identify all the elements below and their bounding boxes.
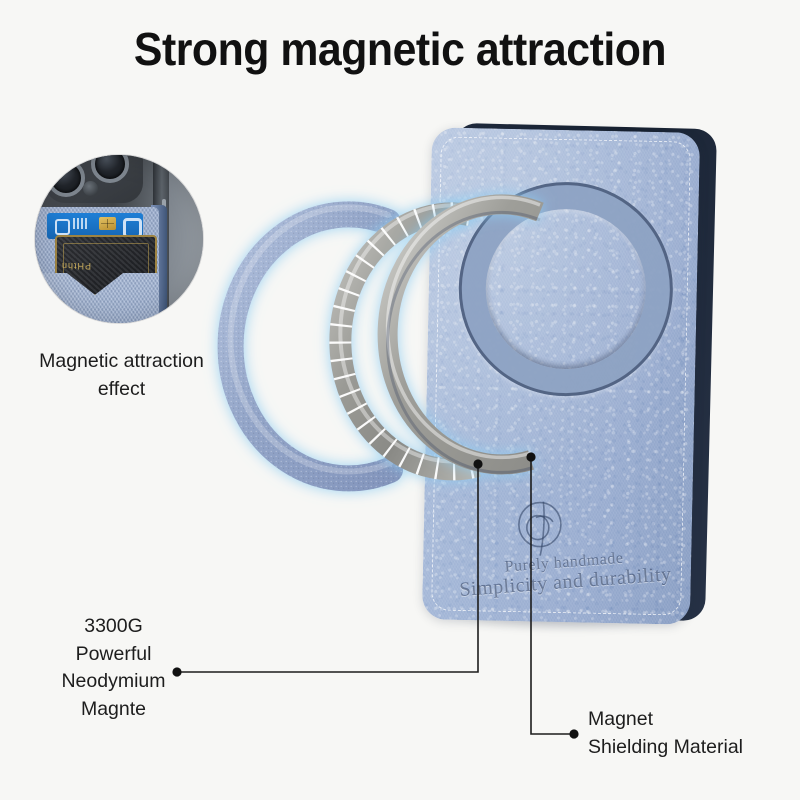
callout-label-magnet: 3300G Powerful Neodymium Magnte [61,615,166,721]
wallet-front-leather: Purely handmade Simplicity and durabilit… [421,127,701,625]
camera-lens-icon [47,159,85,197]
exploded-leather-ring [217,201,403,492]
callout-label-shielding: Magnet Shielding Material [588,708,744,758]
exploded-shielding-ring [377,194,544,475]
camera-lens-icon [91,155,129,183]
callout-leader-lines [177,457,574,735]
card-chip-icon [99,217,116,230]
photo-scene: PHthn [35,155,203,323]
camera-flash-icon [83,181,98,196]
card-mark-left [55,219,70,235]
exploded-magnet-ring [329,202,481,481]
card-text-block [73,218,89,229]
phone-right-surface [169,155,203,323]
leader-dot-shield-target [526,452,536,462]
brand-monogram-icon [518,501,562,556]
page-title: Strong magnetic attraction [133,23,667,75]
leader-dot-shield-label [569,729,579,739]
leader-dot-magnet-label [172,667,182,677]
inset-caption: Magnetic attraction effect [39,350,204,400]
magnetic-attraction-photo: PHthn [34,154,204,324]
leader-dot-magnet-target [473,459,483,469]
